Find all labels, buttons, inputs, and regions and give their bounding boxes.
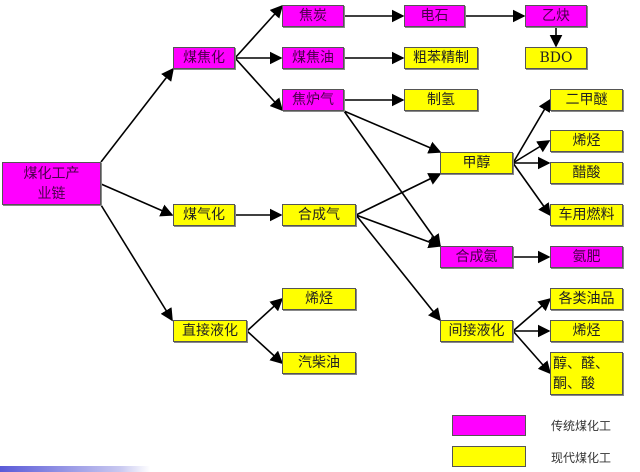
legend-label-modern: 现代煤化工 bbox=[551, 451, 612, 465]
node-hydrogen: 制氢 bbox=[404, 89, 478, 111]
node-coking: 煤焦化 bbox=[173, 47, 235, 69]
node-benzene-refining: 粗苯精制 bbox=[404, 47, 478, 69]
decorative-band bbox=[0, 466, 150, 472]
legend-label-traditional: 传统煤化工 bbox=[551, 419, 612, 433]
node-methanol: 甲醇 bbox=[440, 152, 513, 174]
node-olefin: 烯烃 bbox=[550, 130, 623, 152]
node-dme: 二甲醚 bbox=[550, 89, 623, 111]
node-olefin-indirect: 烯烃 bbox=[550, 320, 623, 342]
node-carbide: 电石 bbox=[404, 5, 465, 27]
node-coal-tar: 煤焦油 bbox=[282, 47, 344, 69]
node-direct-liquefaction: 直接液化 bbox=[173, 320, 247, 342]
legend-swatch-traditional bbox=[452, 415, 526, 436]
node-coal-chemical-chain: 煤化工产业链 bbox=[2, 162, 101, 205]
node-coke-oven-gas: 焦炉气 bbox=[282, 89, 344, 111]
node-vehicle-fuel: 车用燃料 bbox=[550, 204, 623, 226]
node-fertilizer: 氨肥 bbox=[550, 246, 623, 268]
node-acetylene: 乙炔 bbox=[525, 5, 587, 27]
node-gasoline-diesel: 汽柴油 bbox=[282, 352, 356, 374]
node-coke: 焦炭 bbox=[282, 5, 344, 27]
node-oil-products: 各类油品 bbox=[550, 288, 623, 310]
legend-swatch-modern bbox=[452, 446, 526, 467]
node-alcohols-aldehydes: 醇、醛、酮、酸 bbox=[550, 352, 623, 395]
node-label: 煤化工产业链 bbox=[23, 165, 80, 202]
node-olefin-direct: 烯烃 bbox=[282, 288, 356, 310]
node-syngas: 合成气 bbox=[282, 204, 356, 226]
node-indirect-liquefaction: 间接液化 bbox=[440, 320, 513, 342]
node-gasification: 煤气化 bbox=[173, 204, 235, 226]
node-bdo: BDO bbox=[525, 47, 587, 69]
node-ammonia: 合成氨 bbox=[440, 246, 513, 268]
node-acetic-acid: 醋酸 bbox=[550, 162, 623, 184]
